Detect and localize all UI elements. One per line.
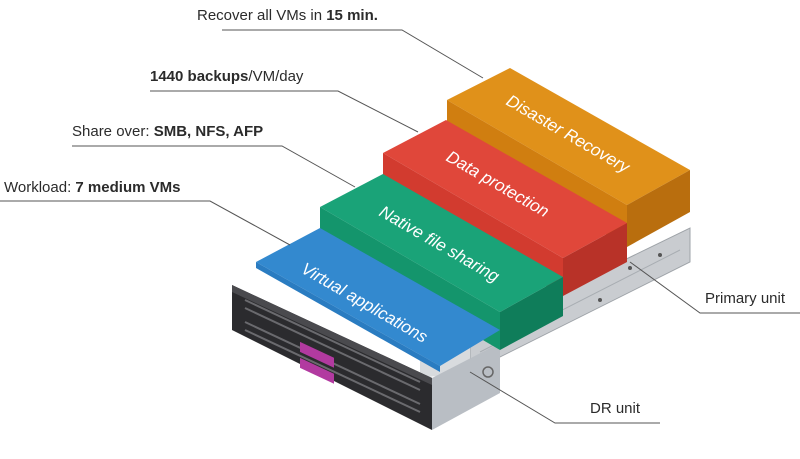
leader-line-recover (222, 29, 484, 79)
layer-data-protection: Data protection (383, 120, 627, 296)
leader-line-dr-unit (469, 371, 660, 424)
leader-line-share (72, 145, 356, 188)
leader-line-backups (150, 90, 419, 133)
leader-line-workload (0, 200, 291, 246)
callout-recover: Recover all VMs in 15 min. (197, 7, 378, 24)
dr-unit-front (232, 285, 500, 430)
callout-dr-unit: DR unit (590, 400, 641, 417)
callout-backups: 1440 backups/VM/day (150, 68, 304, 85)
callout-workload: Workload: 7 medium VMs (4, 179, 181, 196)
leader-lines (0, 29, 800, 424)
callout-primary-unit: Primary unit (705, 290, 786, 307)
callout-share: Share over: SMB, NFS, AFP (72, 123, 264, 140)
leader-line-primary-unit (629, 261, 800, 314)
